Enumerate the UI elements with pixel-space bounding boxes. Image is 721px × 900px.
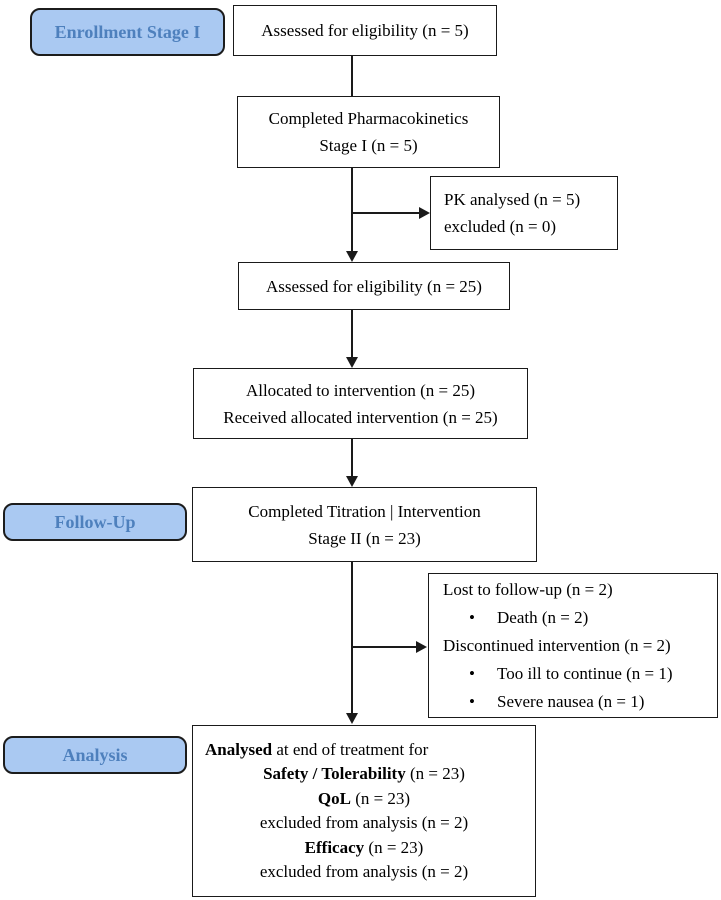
box-line: Completed Titration | Intervention — [248, 501, 481, 521]
box-line: Lost to follow-up (n = 2) — [443, 579, 613, 599]
box-allocated-intervention: Allocated to intervention (n = 25) Recei… — [193, 368, 528, 439]
plain-text: (n = 23) — [405, 764, 465, 783]
connector-assessed2-to-allocated — [351, 310, 353, 359]
plain-text: (n = 23) — [364, 837, 424, 857]
box-line: PK analysed (n = 5) — [444, 190, 581, 209]
connector-assessed1-to-pk — [351, 56, 353, 96]
plain-text: at end of treatment for — [272, 739, 429, 759]
arrowhead-right-icon — [416, 641, 427, 653]
box-line: Completed Pharmacokinetics — [268, 109, 469, 128]
box-assessed-eligibility-stage1: Assessed for eligibility (n = 5) — [233, 5, 497, 56]
box-line: Safety / Tolerability (n = 23) — [205, 762, 523, 787]
box-line: Efficacy (n = 23) — [205, 836, 523, 861]
arrowhead-down-icon — [346, 713, 358, 724]
box-line: Stage I (n = 5) — [319, 136, 418, 155]
connector-allocated-to-titration — [351, 439, 353, 478]
connector-branch-to-pk-analysed — [352, 212, 420, 214]
stage-label-analysis-text: Analysis — [62, 744, 128, 765]
box-lost-to-followup: Lost to follow-up (n = 2) Death (n = 2) … — [428, 573, 718, 718]
box-pk-analysed-excluded: PK analysed (n = 5) excluded (n = 0) — [430, 176, 618, 250]
box-line: excluded from analysis (n = 2) — [259, 813, 469, 832]
bold-text: Efficacy — [304, 837, 365, 857]
arrowhead-down-icon — [346, 251, 358, 262]
box-line-bullet: Severe nausea (n = 1) — [443, 688, 711, 716]
stage-label-followup: Follow-Up — [3, 503, 187, 541]
box-line: excluded (n = 0) — [444, 217, 557, 236]
arrowhead-down-icon — [346, 476, 358, 487]
box-line-bullet: Death (n = 2) — [443, 604, 711, 632]
stage-label-enrollment: Enrollment Stage I — [30, 8, 225, 56]
box-completed-titration-intervention: Completed Titration | Intervention Stage… — [192, 487, 537, 562]
box-line: Received allocated intervention (n = 25) — [223, 407, 498, 427]
connector-branch-to-lost-followup — [352, 646, 418, 648]
box-line: Stage II (n = 23) — [308, 528, 421, 548]
box-line: Allocated to intervention (n = 25) — [245, 380, 476, 400]
arrowhead-down-icon — [346, 357, 358, 368]
box-line: Discontinued intervention (n = 2) — [443, 635, 671, 655]
box-line: Analysed at end of treatment for — [205, 738, 523, 763]
stage-label-analysis: Analysis — [3, 736, 187, 774]
plain-text: (n = 23) — [350, 788, 411, 808]
box-line: Assessed for eligibility (n = 5) — [261, 21, 469, 40]
arrowhead-right-icon — [419, 207, 430, 219]
bold-text: Analysed — [205, 739, 273, 759]
bold-text: Safety / Tolerability — [263, 764, 406, 783]
box-line: excluded from analysis (n = 2) — [259, 862, 469, 881]
box-line-bullet: Too ill to continue (n = 1) — [443, 660, 711, 688]
stage-label-followup-text: Follow-Up — [54, 511, 136, 532]
box-assessed-eligibility-stage2: Assessed for eligibility (n = 25) — [238, 262, 510, 310]
box-line: Assessed for eligibility (n = 25) — [266, 276, 482, 296]
box-analysed-end-of-treatment: Analysed at end of treatment for Safety … — [192, 725, 536, 897]
bold-text: QoL — [317, 788, 351, 808]
stage-label-enrollment-text: Enrollment Stage I — [54, 21, 201, 42]
box-completed-pharmacokinetics: Completed Pharmacokinetics Stage I (n = … — [237, 96, 500, 168]
connector-pk-to-assessed2 — [351, 168, 353, 252]
connector-titration-to-analysed — [351, 562, 353, 714]
box-line: QoL (n = 23) — [205, 787, 523, 812]
